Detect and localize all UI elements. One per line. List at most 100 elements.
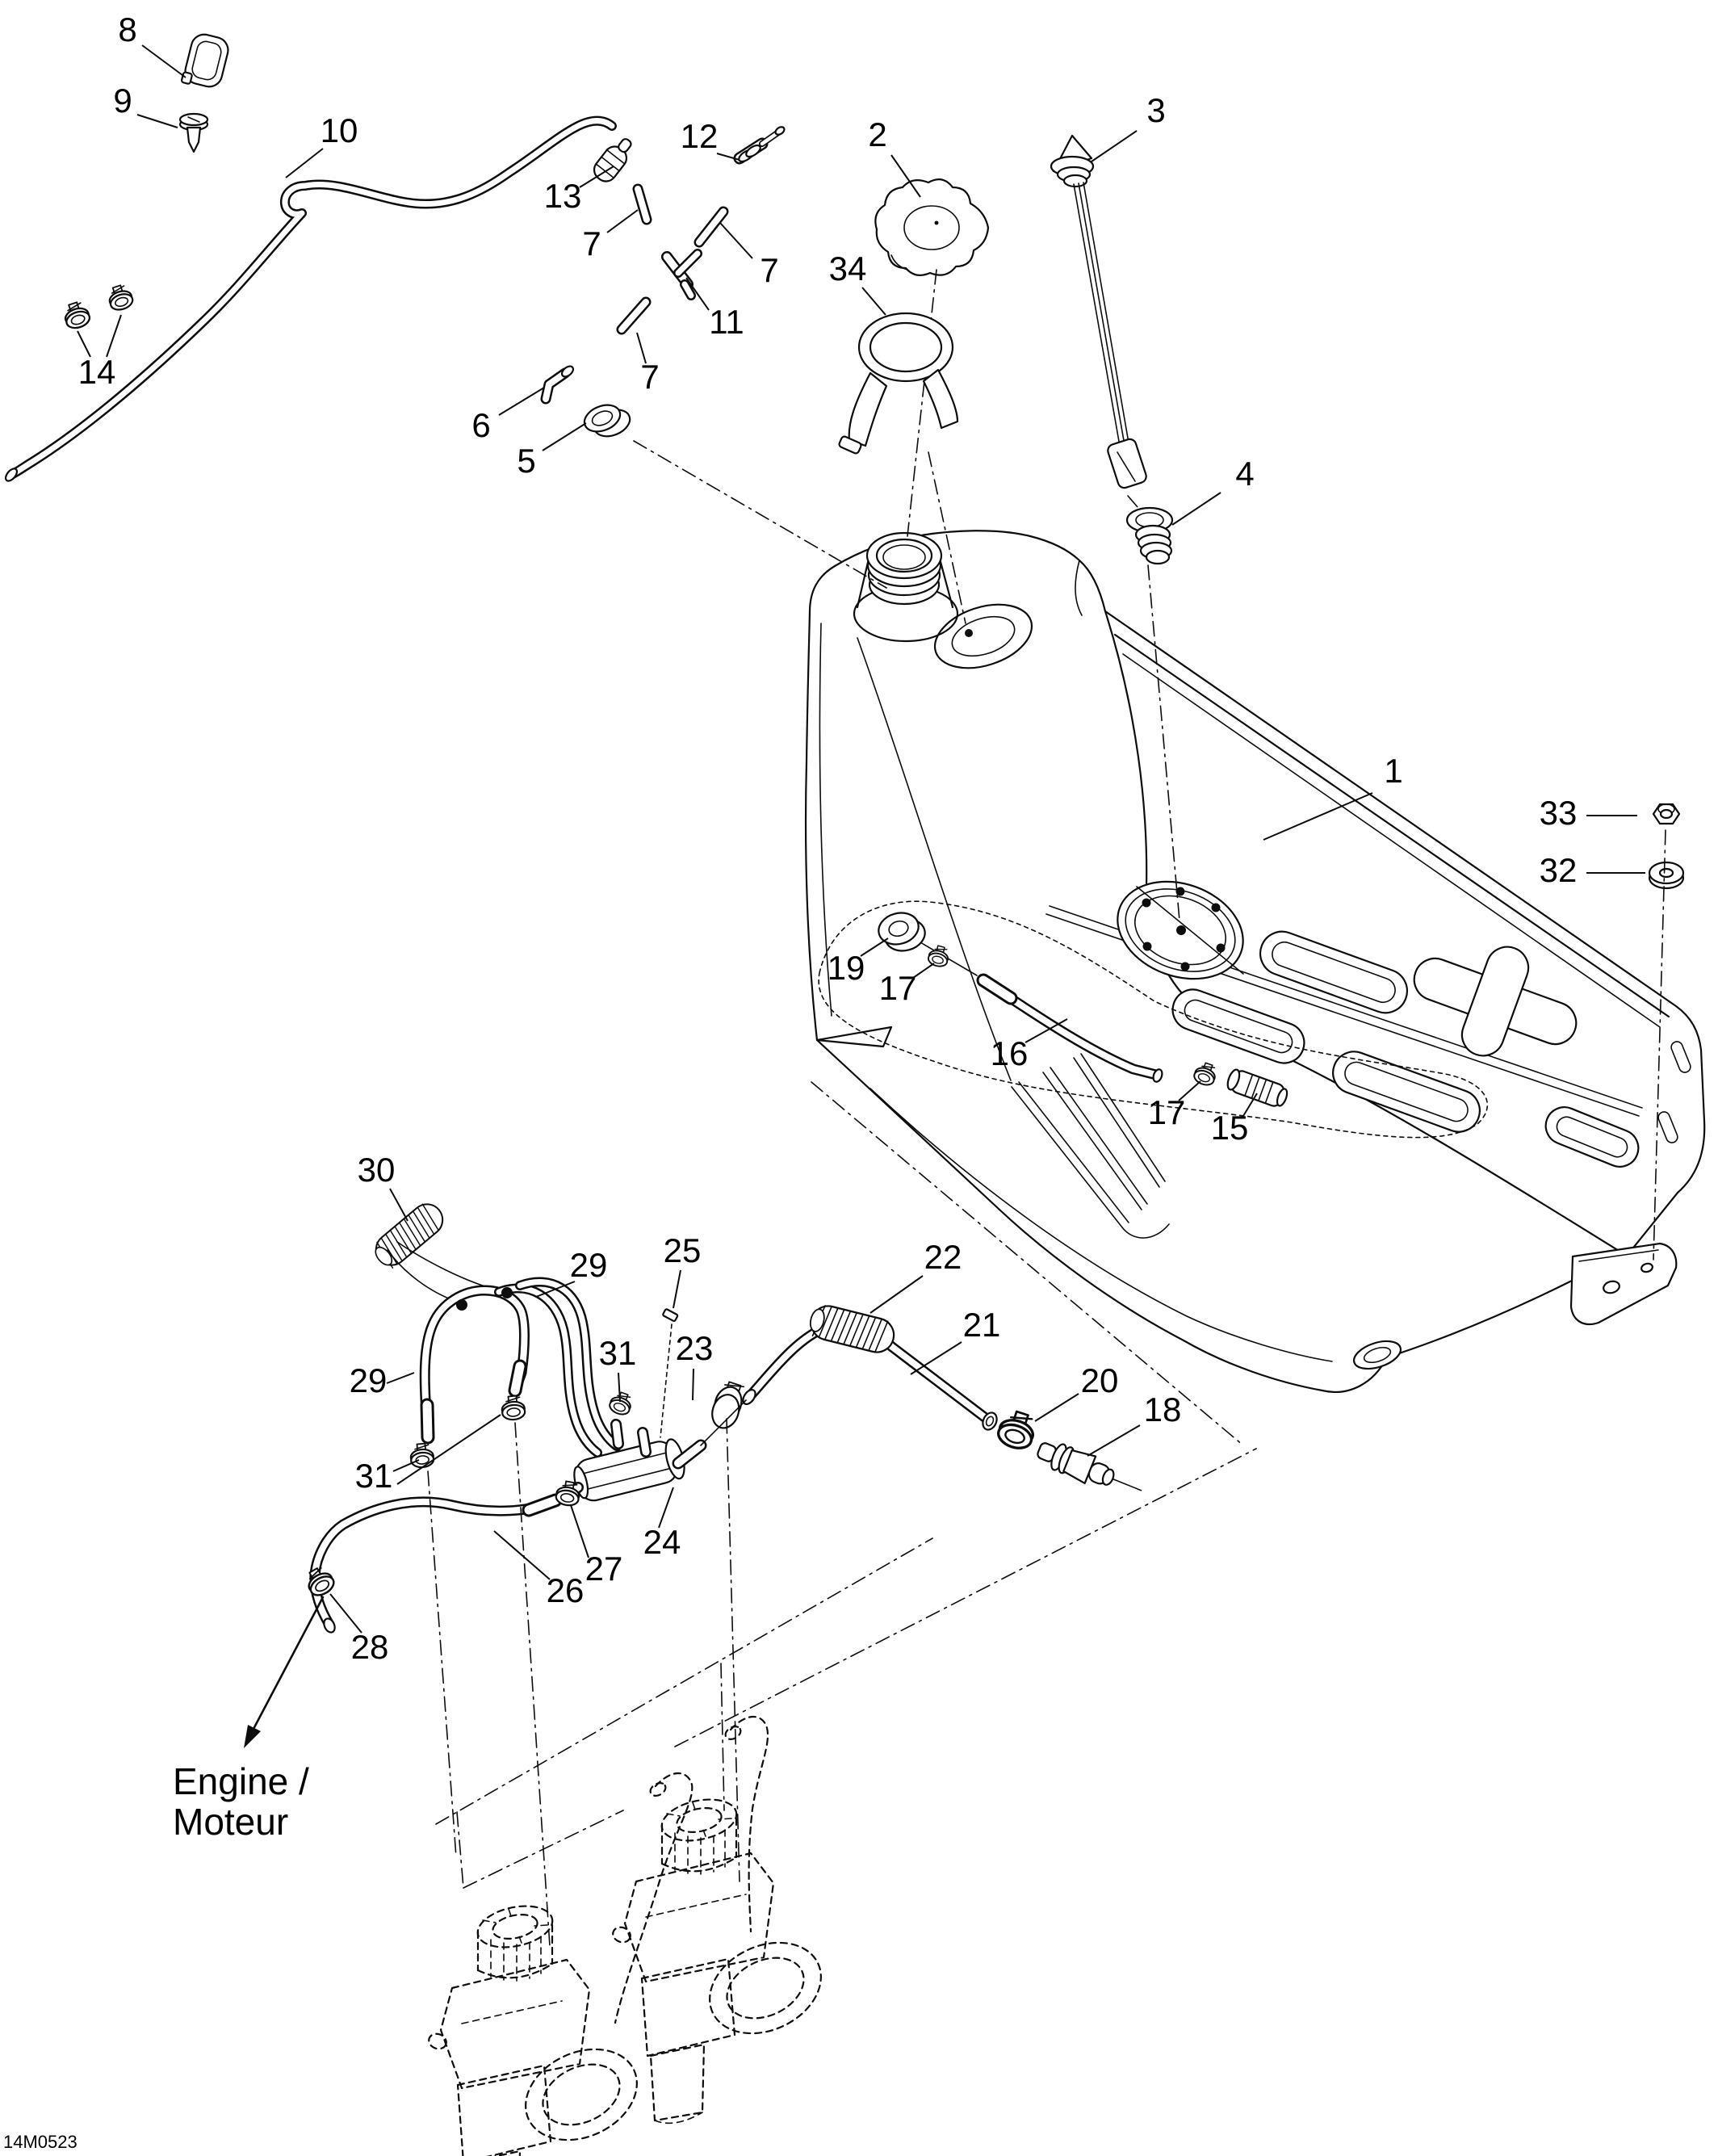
tank-rear-bracket	[1569, 1242, 1678, 1326]
callout-label-3: 3	[1146, 91, 1165, 129]
clamp-31-left	[409, 1441, 436, 1470]
callout-leader-31	[396, 1414, 501, 1485]
callout-label-14: 14	[78, 353, 116, 391]
callout-leader-16	[1025, 1018, 1068, 1043]
engine-arrow	[244, 1596, 325, 1748]
dipstick-3	[1050, 134, 1147, 489]
callout-label-15: 15	[1211, 1109, 1249, 1147]
check-valve-12	[733, 126, 786, 165]
callout-label-1: 1	[1384, 752, 1402, 790]
grommet-5	[583, 404, 631, 438]
callout-label-6: 6	[471, 406, 490, 444]
callout-label-31: 31	[355, 1457, 393, 1495]
callout-leader-12	[716, 153, 740, 161]
callout-leader-20	[1034, 1393, 1079, 1422]
callout-leader-24	[658, 1487, 674, 1529]
axis-grommet4-to-sender	[1147, 564, 1180, 921]
axis-cap-to-neck	[907, 269, 937, 537]
callout-label-13: 13	[544, 177, 582, 215]
tank-sender-boss	[1117, 880, 1244, 980]
callout-leader-6	[498, 387, 545, 416]
clamp-14b	[105, 282, 136, 313]
callout-label-28: 28	[351, 1628, 389, 1666]
callout-label-4: 4	[1235, 455, 1254, 493]
screw-25	[662, 1308, 679, 1323]
fuel-valve-24	[573, 1438, 685, 1502]
spring-30	[368, 1197, 450, 1273]
callout-label-2: 2	[868, 115, 886, 153]
callout-leader-5	[542, 422, 587, 451]
fuel-cap-2	[874, 178, 990, 277]
callout-leader-14	[77, 330, 91, 358]
callout-label-9: 9	[113, 82, 132, 120]
callout-leader-11	[685, 277, 710, 311]
callout-label-11: 11	[709, 303, 744, 341]
clamp-20	[994, 1407, 1040, 1453]
washer-32	[1648, 861, 1685, 890]
callout-leader-4	[1171, 492, 1221, 526]
callout-leader-1	[1263, 792, 1373, 841]
callout-label-29: 29	[350, 1361, 388, 1399]
callout-leader-3	[1091, 130, 1138, 162]
clamp-31-mid	[500, 1394, 527, 1422]
tank-front-ear	[815, 1026, 893, 1048]
callout-leader-25	[673, 1269, 681, 1309]
callout-label-30: 30	[358, 1151, 396, 1189]
engine-label-line2: Moteur	[173, 1801, 288, 1843]
dipstick-float	[1107, 438, 1147, 489]
callout-label-19: 19	[828, 949, 865, 987]
clamp-31-valve	[606, 1389, 635, 1418]
callout-label-5: 5	[517, 442, 535, 480]
clamp-14a	[61, 299, 93, 332]
callout-leader-22	[869, 1275, 924, 1314]
tee-fitting-11	[661, 249, 702, 300]
callout-leader-7	[719, 222, 753, 259]
callout-leader-17	[1178, 1080, 1201, 1101]
nut-33	[1652, 803, 1681, 825]
callout-label-25: 25	[664, 1231, 702, 1269]
spring-22	[806, 1301, 899, 1357]
callout-leader-14	[106, 314, 122, 358]
callout-label-7: 7	[760, 251, 778, 289]
callout-leader-18	[1087, 1424, 1141, 1457]
tank-grommet-4	[1125, 506, 1174, 565]
supply-line-right	[711, 1081, 1244, 1491]
pickup-fitting-15	[1226, 1068, 1288, 1107]
axis-bracket-to-seat	[928, 451, 966, 624]
callout-label-32: 32	[1540, 851, 1578, 889]
hose-mark-dot	[456, 1299, 467, 1311]
fuel-tank	[804, 530, 1706, 1393]
callout-label-17: 17	[1148, 1093, 1186, 1131]
callout-leader-7	[636, 332, 647, 364]
callout-leader-29	[535, 1281, 576, 1298]
axis-nut-washer-to-bracket	[1653, 829, 1666, 1260]
tank-foot-hole	[1352, 1340, 1402, 1370]
cap-bracket-34	[838, 312, 959, 455]
callout-label-7: 7	[582, 224, 601, 262]
callout-leader-17	[912, 963, 935, 979]
callout-leader-28	[329, 1593, 362, 1634]
vent-valve-13	[593, 138, 632, 182]
callout-label-20: 20	[1081, 1361, 1119, 1399]
leader-to-right-carb	[726, 1418, 740, 1882]
callout-layer: 1234567778910111213141516171718192021222…	[77, 10, 1645, 1666]
leader-to-left-carb	[514, 1422, 551, 1947]
callout-leader-30	[389, 1188, 409, 1222]
cap-seat-recess	[933, 603, 1033, 669]
callout-label-23: 23	[676, 1329, 714, 1367]
callout-label-27: 27	[585, 1550, 623, 1588]
callout-label-22: 22	[924, 1238, 962, 1276]
hose-16-end	[1152, 1068, 1163, 1083]
supply-axis	[811, 1081, 1244, 1446]
callout-label-26: 26	[547, 1571, 585, 1609]
callout-leader-2	[890, 154, 921, 198]
vent-pin-9	[178, 112, 209, 153]
callout-leader-21	[910, 1341, 962, 1375]
filler-neck	[853, 531, 959, 643]
elbow-6	[540, 365, 575, 405]
callout-label-21: 21	[963, 1306, 1001, 1344]
callout-label-12: 12	[681, 117, 719, 155]
callout-label-34: 34	[829, 250, 867, 287]
hose-mark-dot	[501, 1287, 513, 1298]
